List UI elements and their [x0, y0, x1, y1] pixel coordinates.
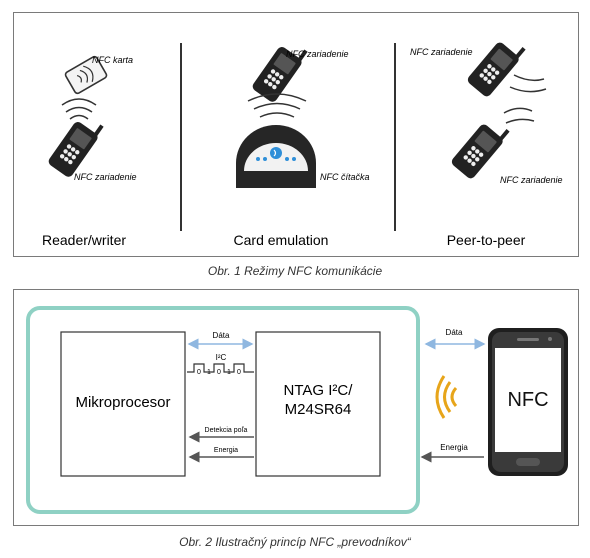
i2c-bit: 0: [237, 369, 241, 376]
figure1-caption: Obr. 1 Režimy NFC komunikácie: [207, 264, 383, 278]
nfc-waves-icon: [247, 93, 307, 118]
figure2-caption: Obr. 2 Ilustračný princíp NFC „prevodník…: [179, 535, 411, 549]
nfc-reader-label: NFC čítačka: [320, 172, 370, 182]
nfc-waves-icon: [503, 74, 547, 124]
mode-title-card-emulation: Card emulation: [234, 232, 329, 248]
field-detect-label: Detekcia poľa: [205, 427, 248, 434]
phone-icon: [467, 42, 526, 97]
nfc-device-label: NFC zariadenie: [500, 175, 563, 185]
ntag-label-line1: NTAG I²C/: [284, 382, 354, 399]
energy-label-left: Energia: [214, 447, 238, 454]
phone-screen-label: NFC: [507, 389, 548, 411]
nfc-signal-icon: [435, 375, 458, 419]
i2c-waveform: [187, 363, 254, 373]
figure-nfc-modes: NFC karta NFC zariadenie Reader/writer: [13, 12, 579, 257]
nfc-device-label: NFC zariadenie: [74, 172, 137, 182]
i2c-label: I²C: [216, 353, 227, 362]
nfc-modes-diagram: NFC karta NFC zariadenie Reader/writer: [42, 42, 563, 248]
data-label-right: Dáta: [446, 328, 463, 337]
board-outline: [26, 306, 420, 514]
phone-icon: [48, 121, 104, 177]
nfc-device-label: NFC zariadenie: [286, 49, 349, 59]
i2c-bit: 1: [207, 369, 211, 376]
nfc-device-label: NFC zariadenie: [410, 47, 473, 57]
energy-label-right: Energia: [440, 443, 468, 452]
i2c-bit: 1: [227, 369, 231, 376]
smartphone-icon: [488, 328, 568, 476]
i2c-bit: 0: [217, 369, 221, 376]
nfc-bridge-diagram: Mikroprocesor NTAG I²C/ M24SR64 Dáta I²C…: [26, 306, 568, 514]
mode-title-peer-to-peer: Peer-to-peer: [447, 232, 526, 248]
figure-nfc-bridge: Mikroprocesor NTAG I²C/ M24SR64 Dáta I²C…: [13, 289, 579, 526]
microprocessor-label: Mikroprocesor: [75, 394, 170, 411]
nfc-waves-icon: [61, 98, 97, 120]
microprocessor-block: [60, 331, 186, 477]
ntag-label-line2: M24SR64: [285, 401, 352, 418]
mode-title-reader-writer: Reader/writer: [42, 232, 126, 248]
data-label-left: Dáta: [213, 331, 230, 340]
i2c-bit: 0: [197, 369, 201, 376]
nfc-card-label: NFC karta: [92, 55, 133, 65]
nfc-reader-icon: [236, 125, 316, 188]
ntag-block: [255, 331, 381, 477]
phone-icon: [252, 46, 308, 102]
phone-icon: [451, 124, 510, 179]
nfc-card-icon: [64, 55, 108, 95]
